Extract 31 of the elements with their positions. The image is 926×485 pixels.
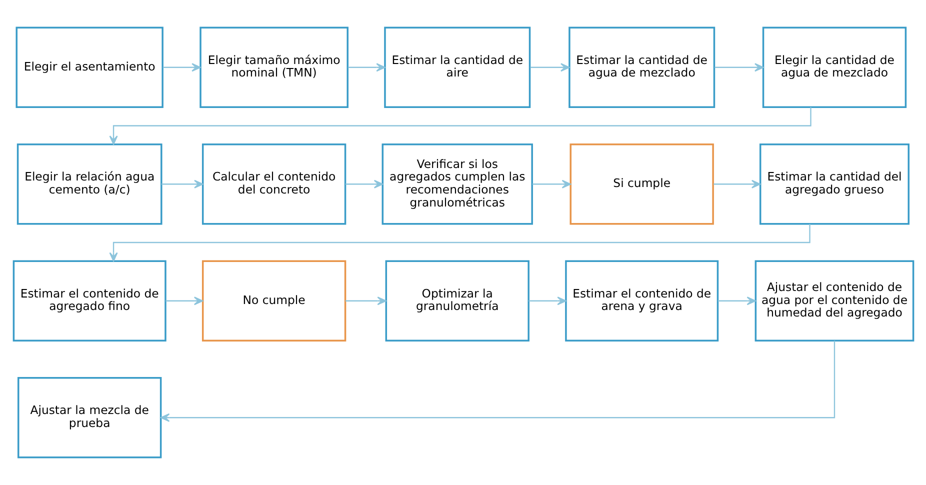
arrow: [713, 180, 760, 188]
arrow: [160, 180, 203, 188]
arrow: [108, 107, 811, 145]
node-box: Ajustar la mezcla de prueba: [17, 377, 162, 458]
node-box: Elegir la relación agua cemento (a/c): [16, 144, 162, 225]
node-box: Ajustar el contenido de agua por el contenido de humedad del agregado: [754, 260, 914, 342]
node-box: Calcular el contenido del concreto: [201, 144, 346, 225]
node-box: Estimar el contenido de arena y grava: [564, 260, 718, 342]
arrow: [108, 224, 810, 262]
node-box: No cumple: [201, 260, 346, 342]
node-box: Estimar el contenido de agregado fino: [12, 260, 166, 342]
node-box: Elegir tamaño máximo nominal (TMN): [199, 26, 348, 108]
node-box: Elegir el asentamiento: [15, 26, 163, 108]
arrow: [160, 340, 835, 422]
arrow: [344, 180, 383, 188]
arrow: [530, 63, 570, 72]
node-box: Estimar la cantidad de agua de mezclado: [568, 26, 715, 108]
arrow: [348, 63, 385, 72]
arrow: [528, 296, 566, 306]
arrow: [532, 180, 571, 188]
node-box: Elegir la cantidad de agua de mezclado: [762, 26, 906, 108]
node-box: Si cumple: [569, 144, 714, 225]
arrow: [344, 296, 386, 306]
node-box: Verificar si los agregados cumplen las recomendaciones granulométricas: [381, 144, 532, 225]
node-box: Optimizar la granulometría: [384, 260, 529, 342]
arrow: [165, 296, 203, 306]
node-box: Estimar la cantidad del agregado grueso: [758, 144, 909, 225]
arrow: [717, 296, 756, 306]
node-box: Estimar la cantidad de aire: [384, 26, 530, 108]
arrow: [714, 63, 764, 72]
arrow: [162, 63, 200, 72]
